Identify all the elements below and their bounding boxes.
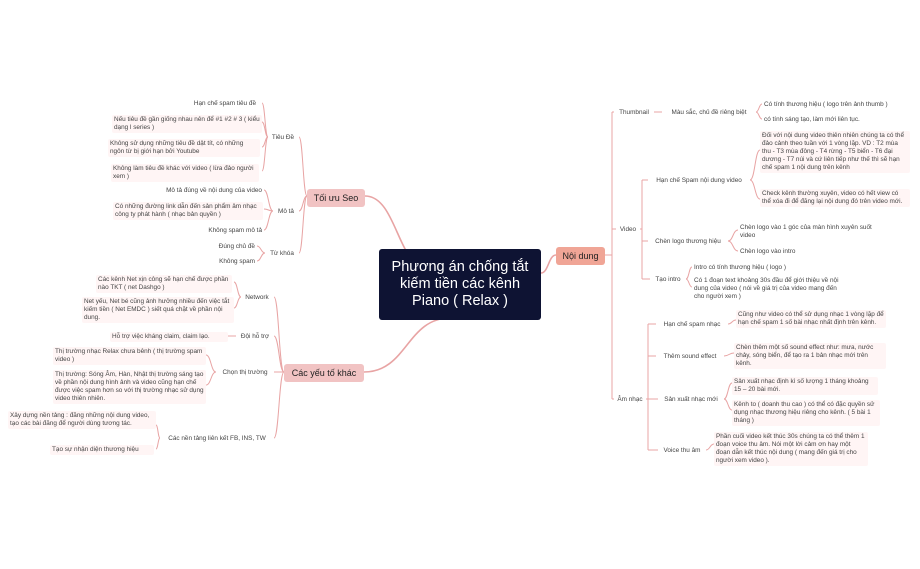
thumbnail-item[interactable]: Có tính thương hiệu ( logo trên ảnh thum… — [762, 100, 912, 110]
branch-seo[interactable]: Tối ưu Seo — [307, 189, 365, 207]
root-topic[interactable]: Phương án chống tắt kiếm tiền các kênh P… — [379, 249, 541, 320]
produce-item[interactable]: Sản xuất nhạc định kì số lượng 1 tháng k… — [732, 377, 878, 395]
music-spam-item[interactable]: Cũng như video có thể sử dụng nhạc 1 vòn… — [736, 310, 886, 328]
connector-line — [263, 189, 274, 212]
connector-line — [723, 398, 733, 411]
connector-line — [263, 210, 274, 231]
connector-line — [256, 252, 266, 262]
thumbnail-item[interactable]: có tính sáng tạo, làm mới liên tục. — [762, 115, 912, 125]
video-spam-limit[interactable]: Hạn chế Spam nội dung video — [648, 176, 750, 186]
video-intro-item[interactable]: Intro có tính thương hiệu ( logo ) — [692, 263, 804, 273]
connector-line — [749, 179, 761, 200]
branch-content[interactable]: Nội dung — [556, 247, 605, 265]
produce-item[interactable]: Kênh to ( doanh thu cao ) có thể có đặc … — [732, 400, 880, 426]
connector-line — [727, 319, 737, 325]
connector-line — [261, 121, 269, 138]
network-item[interactable]: Các kênh Net xịn công sẽ hạn chế được ph… — [96, 275, 232, 293]
platform-item[interactable]: Xây dựng nền tảng : đăng những nội dung … — [8, 411, 156, 429]
video-logo-item[interactable]: Chèn logo vào intro — [738, 247, 818, 257]
other-platforms[interactable]: Các nền tảng liên kết FB, INS, TW — [160, 434, 274, 444]
video-intro[interactable]: Tạo intro — [650, 275, 686, 285]
connector-line — [273, 296, 285, 373]
video-spam-item[interactable]: Đối với nội dung video thiên nhiên chúng… — [760, 131, 910, 173]
seo-keyword-item[interactable]: Đúng chủ đề — [205, 242, 257, 252]
seo-title-item[interactable]: Không sử dụng những tiêu đề dật tít, có … — [108, 139, 260, 157]
connector-line — [261, 102, 269, 138]
sound-effect-item[interactable]: Chèn thêm một số sound effect như: mưa, … — [734, 343, 886, 369]
connector-line — [705, 443, 715, 451]
seo-desc-item[interactable]: Mô tả đúng về nội dung của video — [148, 186, 264, 196]
support-item[interactable]: Hỗ trợ việc kháng claim, claim lạo. — [110, 332, 228, 342]
connector-line — [723, 382, 733, 400]
connector-line — [723, 352, 735, 357]
seo-title-item[interactable]: Hạn chế spam tiêu đề — [180, 99, 258, 109]
connector-line — [727, 229, 739, 242]
connector-line — [540, 254, 557, 274]
connector-line — [273, 371, 285, 439]
content-thumbnail[interactable]: Thumbnail — [614, 108, 654, 118]
seo-keyword-item[interactable]: Không spam — [205, 257, 257, 267]
connector-line — [205, 354, 217, 373]
seo-desc-item[interactable]: Không spam mô tả — [196, 226, 264, 236]
connector-line — [755, 111, 763, 120]
network-item[interactable]: Net yếu, Net bé cũng ảnh hưởng nhiều đến… — [82, 297, 234, 323]
video-intro-item[interactable]: Có 1 đoạn text khoảng 30s đầu để giới th… — [692, 276, 842, 302]
seo-keywords[interactable]: Từ khóa — [265, 249, 299, 259]
seo-desc-item[interactable]: Có những đường link dẫn đến sản phẩm âm … — [113, 202, 263, 220]
other-market[interactable]: Chọn thị trường — [216, 368, 274, 378]
seo-title-item[interactable]: Không làm tiêu đề khác với video ( lừa đ… — [111, 164, 259, 182]
seo-title-item[interactable]: Nếu tiêu đề gần giống nhau nên để #1 #2 … — [112, 115, 262, 133]
video-spam-item[interactable]: Check kênh thường xuyên, video có hết vi… — [760, 189, 910, 207]
connector-line — [298, 136, 308, 197]
connector-line — [256, 245, 266, 254]
connector-line — [749, 149, 761, 181]
thumbnail-distinct[interactable]: Màu sắc, chủ đề riêng biệt — [662, 108, 756, 118]
music-spam-limit[interactable]: Hạn chế spam nhạc — [656, 320, 728, 330]
market-item[interactable]: Thị trường nhạc Relax chưa bênh ( thị tr… — [53, 347, 206, 365]
connector-line — [298, 195, 308, 212]
branch-other-factors[interactable]: Các yếu tố khác — [284, 364, 364, 382]
seo-description[interactable]: Mô tả — [273, 207, 299, 217]
connector-line — [273, 335, 285, 373]
other-support-team[interactable]: Đội hỗ trợ — [236, 332, 274, 342]
content-video[interactable]: Video — [616, 225, 640, 235]
market-item[interactable]: Thị trường: Sóng Âm, Hàn, Nhật thị trườn… — [53, 370, 206, 404]
connector-line — [233, 281, 242, 298]
other-network[interactable]: Network — [241, 293, 273, 303]
connector-line — [685, 278, 693, 288]
content-music[interactable]: Âm nhạc — [614, 395, 646, 405]
seo-title[interactable]: Tiêu Đề — [268, 133, 298, 143]
connector-line — [727, 240, 739, 252]
video-logo-item[interactable]: Chèn logo vào 1 góc của màn hình xuyên s… — [738, 223, 880, 241]
voice-item[interactable]: Phần cuối video kết thúc 30s chúng ta có… — [714, 432, 868, 466]
connector-line — [155, 437, 161, 450]
root-topic-text: Phương án chống tắt kiếm tiền các kênh P… — [391, 259, 529, 309]
music-produce-new[interactable]: Sản xuất nhạc mới — [658, 395, 724, 405]
connector-line — [363, 317, 451, 373]
music-sound-effect[interactable]: Thêm sound effect — [656, 352, 724, 362]
connector-line — [298, 195, 308, 254]
connector-line — [205, 371, 217, 386]
connector-line — [261, 136, 269, 172]
platform-item[interactable]: Tạo sự nhận diện thương hiệu — [50, 445, 154, 455]
connector-line — [155, 424, 161, 439]
connector-line — [233, 296, 242, 309]
video-logo[interactable]: Chèn logo thương hiệu — [648, 237, 728, 247]
music-voice-record[interactable]: Voice thu âm — [658, 446, 706, 456]
